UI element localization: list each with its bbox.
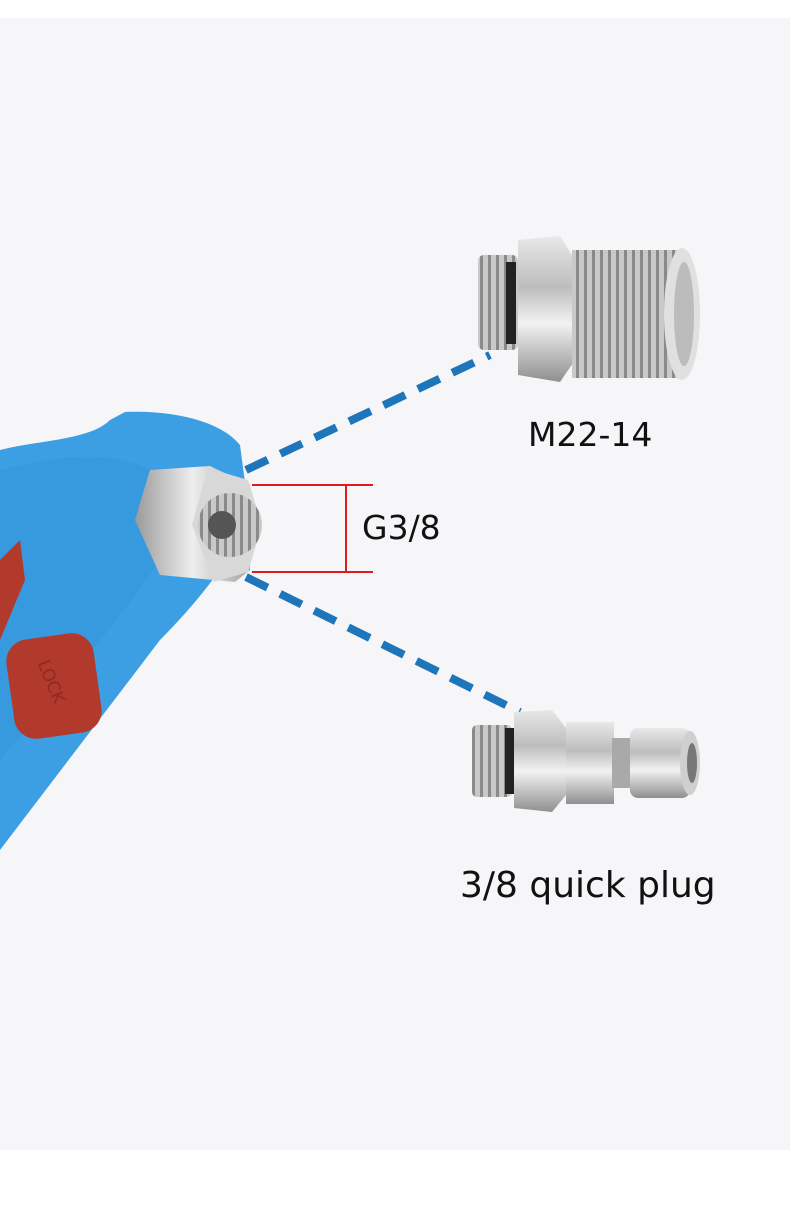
g38-label: G3/8 xyxy=(362,508,441,547)
quick-plug-label: 3/8 quick plug xyxy=(460,865,716,906)
leader-line-bottom xyxy=(244,573,522,716)
hex-nut xyxy=(135,466,262,582)
quick-plug-image xyxy=(472,710,700,812)
m22-label: M22-14 xyxy=(528,415,653,454)
lock-button[interactable] xyxy=(3,630,104,741)
m22-fitting-image xyxy=(478,236,700,382)
leader-line-top xyxy=(244,351,492,474)
trigger-icon xyxy=(0,540,25,640)
dimension-marker xyxy=(252,484,373,573)
